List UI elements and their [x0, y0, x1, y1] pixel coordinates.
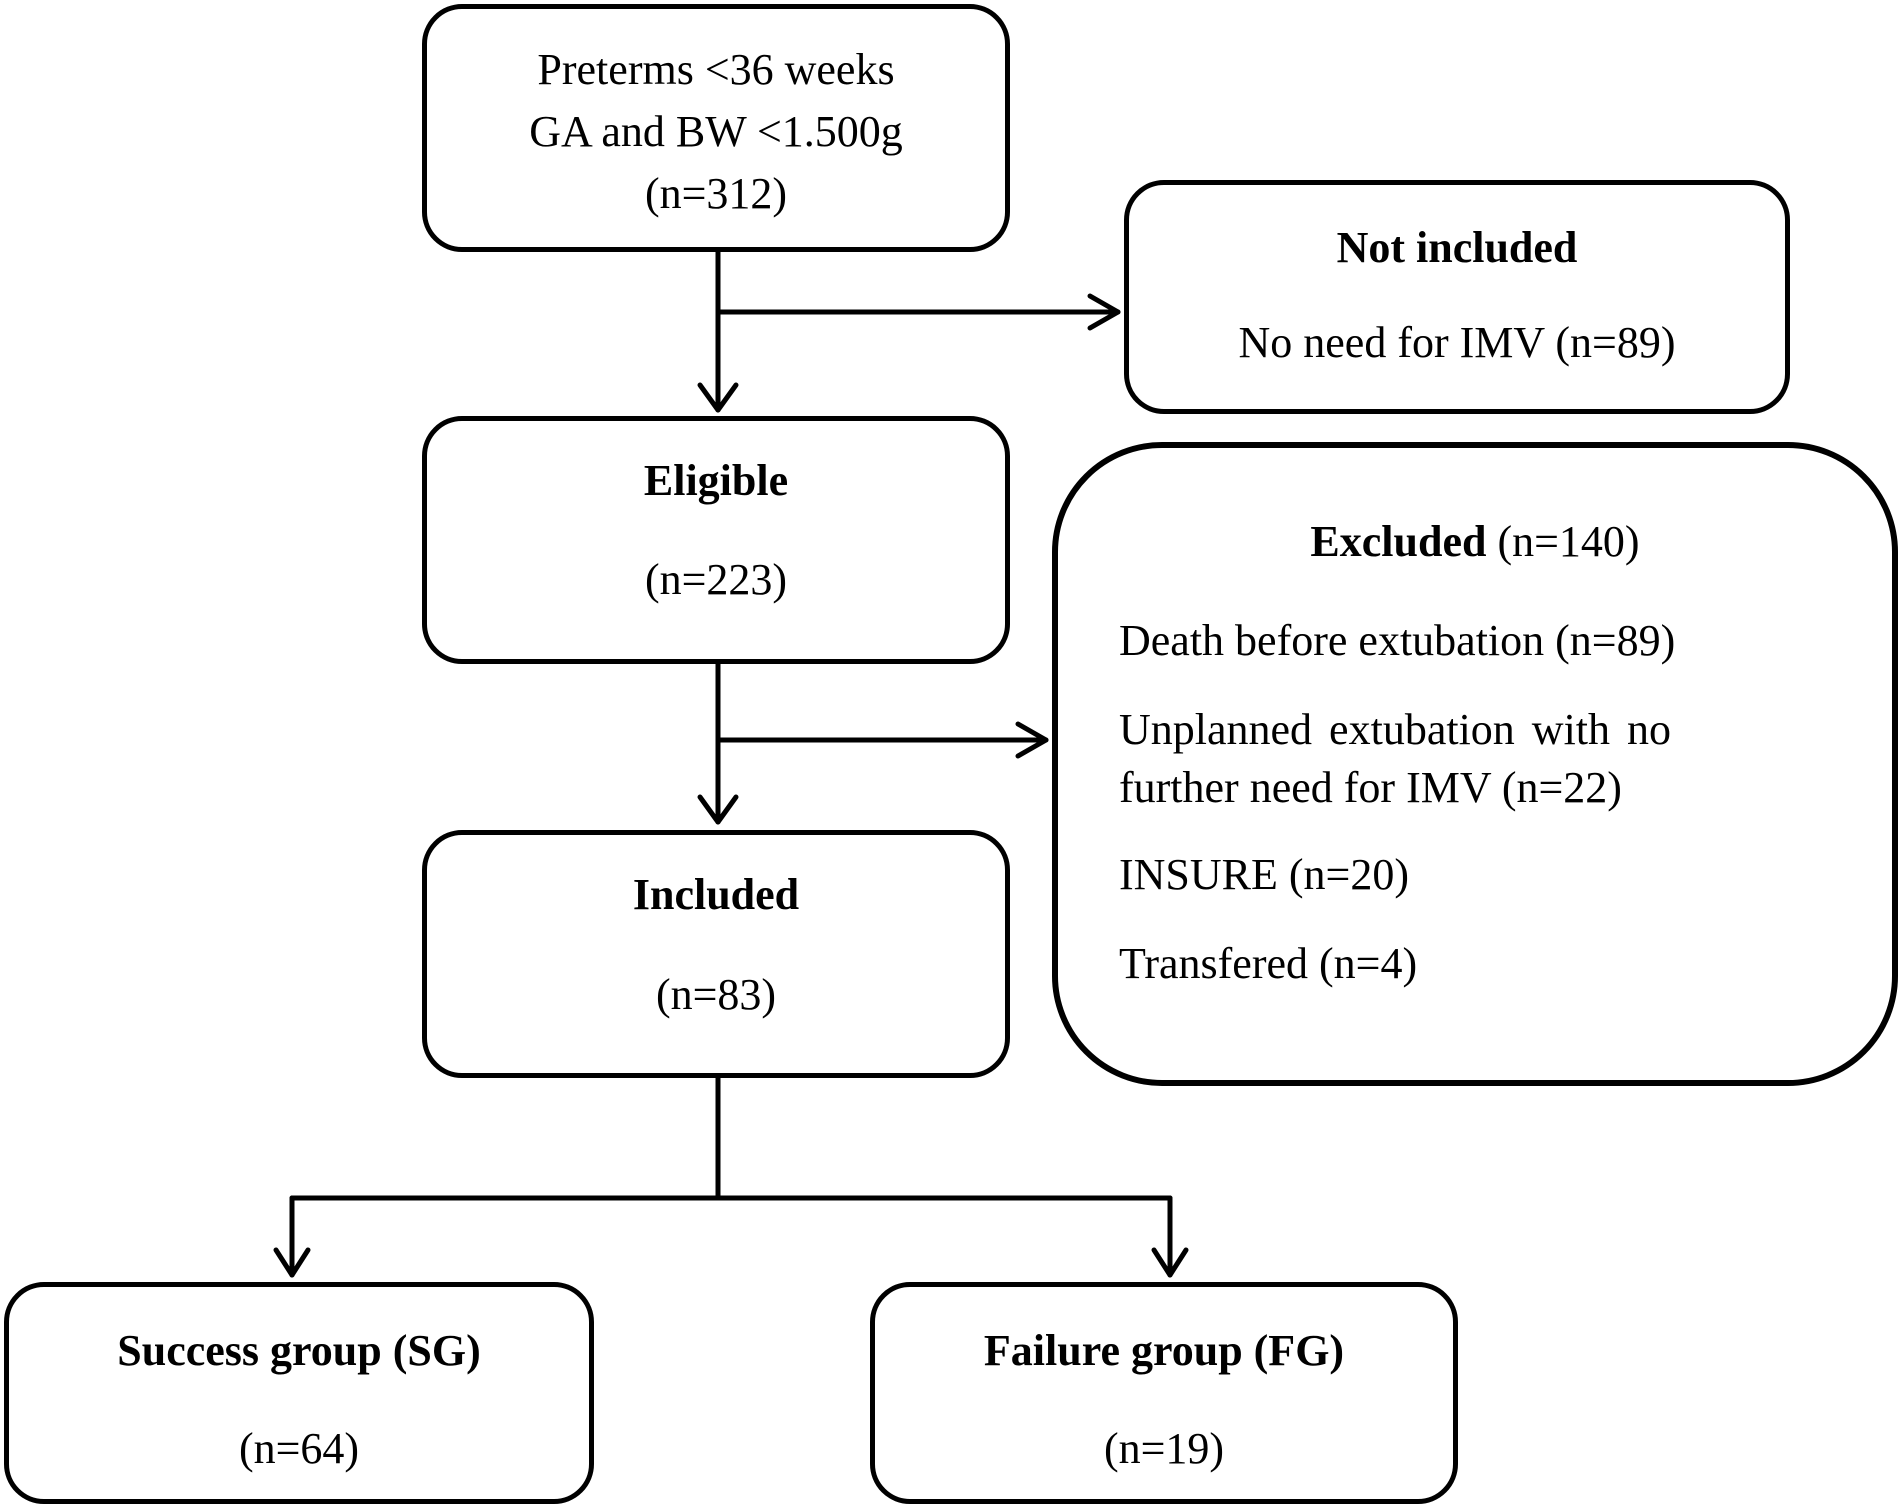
arrowhead-eligible — [697, 382, 739, 413]
included-count: (n=83) — [655, 970, 777, 1019]
excluded-reason-unplanned-1: Unplanned extubation with no — [1119, 705, 1672, 754]
not-included-box: Not included No need for IMV (n=89) — [1124, 180, 1790, 414]
failure-group-count: (n=19) — [1103, 1424, 1225, 1473]
excluded-box: Excluded (n=140) Death before extubation… — [1052, 442, 1898, 1086]
eligible-count: (n=223) — [644, 555, 788, 604]
preterms-box: Preterms <36 weeks GA and BW <1.500g (n=… — [422, 4, 1010, 252]
excluded-count: (n=140) — [1486, 517, 1640, 566]
included-title: Included — [632, 870, 800, 919]
success-group-box: Success group (SG) (n=64) — [4, 1282, 594, 1504]
excluded-reason-transfered: Transfered (n=4) — [1119, 939, 1418, 988]
not-included-reason: No need for IMV (n=89) — [1238, 318, 1676, 367]
preterms-count: (n=312) — [644, 169, 788, 218]
arrowhead-success — [273, 1247, 311, 1278]
not-included-title: Not included — [1336, 223, 1578, 272]
excluded-heading: Excluded (n=140) — [1058, 511, 1892, 573]
arrowhead-included — [697, 794, 739, 825]
arrowhead-excluded — [1015, 721, 1049, 759]
success-group-title: Success group (SG) — [117, 1326, 481, 1375]
arrowhead-not-included — [1087, 293, 1121, 331]
preterms-line2: GA and BW <1.500g — [529, 107, 903, 156]
success-group-count: (n=64) — [238, 1424, 360, 1473]
excluded-reason-unplanned-2: further need for IMV (n=22) — [1119, 763, 1622, 812]
excluded-title: Excluded — [1310, 517, 1487, 566]
eligible-box: Eligible (n=223) — [422, 416, 1010, 664]
preterms-line1: Preterms <36 weeks — [537, 45, 895, 94]
eligible-title: Eligible — [643, 456, 789, 505]
arrowhead-failure — [1151, 1247, 1189, 1278]
included-box: Included (n=83) — [422, 830, 1010, 1078]
excluded-reason-death: Death before extubation (n=89) — [1119, 616, 1676, 665]
failure-group-box: Failure group (FG) (n=19) — [870, 1282, 1458, 1504]
failure-group-title: Failure group (FG) — [983, 1326, 1345, 1375]
excluded-reason-insure: INSURE (n=20) — [1119, 850, 1410, 899]
